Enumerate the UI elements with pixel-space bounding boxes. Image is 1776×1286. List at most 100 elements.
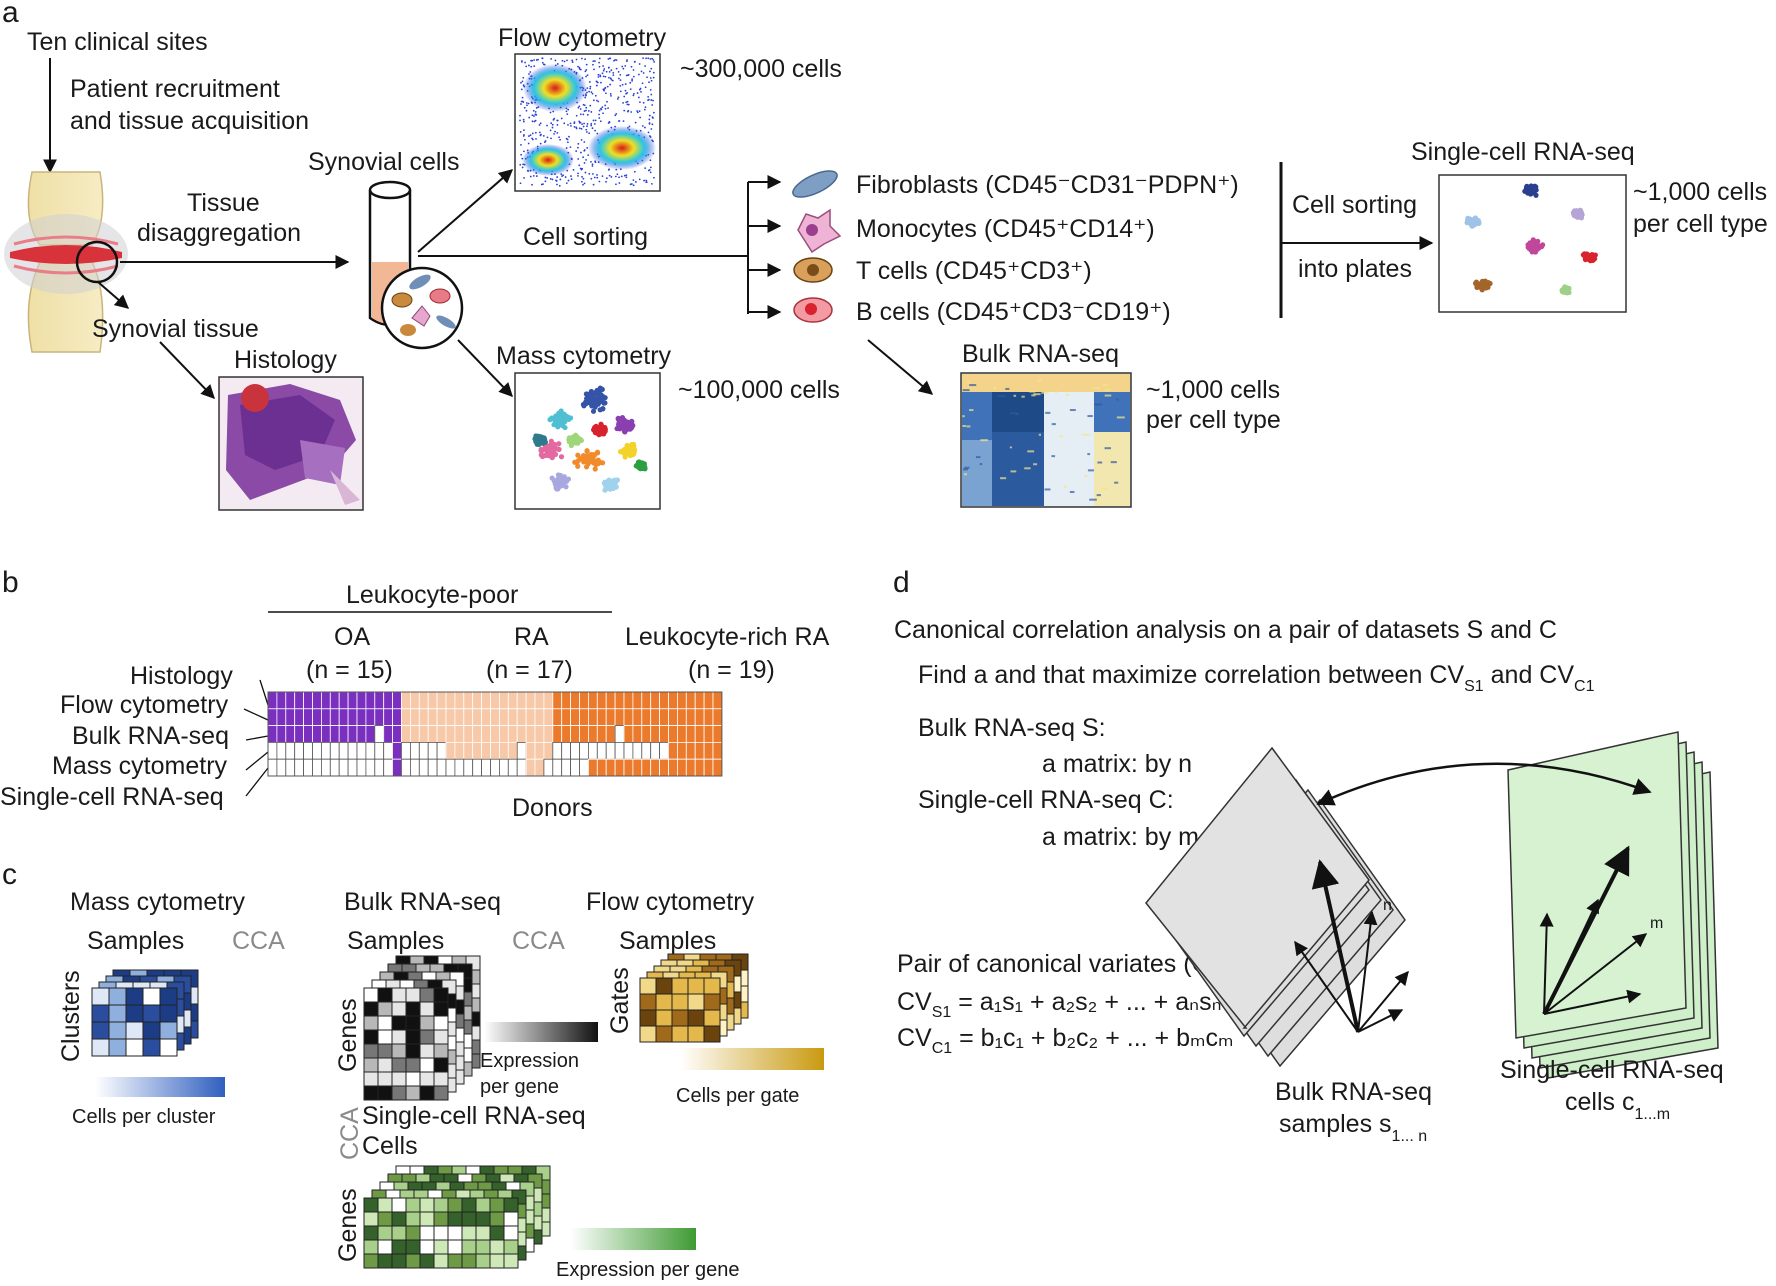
arrow-to-synovial-tissue [97,281,130,309]
label-t-cells: T cells (CD45⁺CD3⁺) [856,257,1092,285]
bulk-vectors [1294,859,1409,1033]
tube-icon [368,180,464,350]
label-d-bulk-caption-2: samples s1... n [1279,1110,1427,1145]
arrow-to-flow [417,169,514,253]
label-fibroblasts: Fibroblasts (CD45⁻CD31⁻PDPN⁺) [856,171,1239,199]
histology-image [218,376,364,511]
label-leukocyte-poor: Leukocyte-poor [346,581,518,609]
label-plate-sort-2: into plates [1298,255,1412,283]
label-d-find: Find a and that maximize correlation bet… [918,661,1595,695]
flow-matrix-stack [639,953,749,1043]
donor-grid [267,691,723,777]
label-d-title: Canonical correlation analysis on a pair… [894,616,1557,644]
label-d-cv2: CVC1 = b₁c₁ + b₂c₂ + ... + bₘcₘ [897,1024,1234,1057]
label-c-bulk-gradient-2: per gene [480,1076,559,1098]
label-c-bulk-gradient-1: Expression [480,1050,579,1072]
label-d-bulk-caption-1: Bulk RNA-seq [1275,1078,1432,1106]
label-synovial-cells: Synovial cells [308,148,459,176]
single-cell-matrix-stack [363,1165,551,1269]
label-c-sc-gradient: Expression per gene [556,1259,739,1281]
label-bulk-count-1: ~1,000 cells [1146,376,1280,404]
bulk-matrix-stack [363,955,481,1101]
group-n-ra: (n = 17) [486,656,573,684]
label-cca-1: CCA [232,927,285,955]
label-cell-sorting: Cell sorting [523,223,648,251]
label-c-clusters: Clusters [57,970,85,1062]
joint-icon [4,171,128,353]
bulk-gradient-bar [484,1022,598,1042]
label-c-flow-gates: Gates [606,967,634,1034]
label-monocytes: Monocytes (CD45⁺CD14⁺) [856,215,1155,243]
label-c-mass-gradient: Cells per cluster [72,1106,216,1128]
label-d-sc-c: Single-cell RNA-seq C: [918,786,1174,814]
label-c-bulk: Bulk RNA-seq [344,888,501,916]
sc-gradient-bar [570,1228,696,1250]
group-n-oa: (n = 15) [306,656,393,684]
label-mass-count: ~100,000 cells [678,376,840,404]
label-c-bulk-samples: Samples [347,927,444,955]
label-donors: Donors [512,794,593,822]
mass-tsne-image [514,372,661,510]
label-c-bulk-genes: Genes [334,998,362,1072]
panel-label-b: b [2,566,19,599]
label-d-bulk-matrix: a matrix: by n [1042,750,1192,778]
label-histology: Histology [234,346,337,374]
bulk-space-stack [1145,746,1406,1068]
label-sc-count-2: per cell type [1633,210,1768,238]
label-c-sc-cells: Cells [362,1132,418,1160]
group-name-leuko-rich: Leukocyte-rich RA [625,623,830,651]
monocyte-icon [797,208,842,254]
label-c-flow-samples: Samples [619,927,716,955]
label-c-mass: Mass cytometry [70,888,246,916]
row-leader-lines [243,679,269,797]
label-sc-count-1: ~1,000 cells [1633,178,1767,206]
label-mass-cytometry: Mass cytometry [496,342,672,370]
label-d-cv1: CVS1 = a₁s₁ + a₂s₂ + ... + aₙsₙ [897,988,1222,1021]
label-d-sc-matrix: a matrix: by m [1042,823,1199,851]
label-c-sc: Single-cell RNA-seq [362,1102,586,1130]
label-single-cell-rnaseq: Single-cell RNA-seq [1411,138,1635,166]
mass-gradient-bar [95,1077,225,1097]
label-b-cells: B cells (CD45⁺CD3⁻CD19⁺) [856,298,1171,326]
label-cca-2: CCA [512,927,565,955]
label-d-bulk-s: Bulk RNA-seq S: [918,714,1106,742]
panel-label-a: a [2,0,19,29]
correlation-arrow [1316,762,1652,806]
sc-space-stack [1507,731,1719,1079]
label-synovial-tissue: Synovial tissue [92,315,259,343]
row-label-flow: Flow cytometry [60,691,229,719]
flow-plot-image [514,53,661,192]
arrow-to-histology [159,341,215,400]
label-flow-cytometry: Flow cytometry [498,24,667,52]
label-plate-sort-1: Cell sorting [1292,191,1417,219]
mass-matrix-stack [91,969,199,1057]
group-n-leuko-rich: (n = 19) [688,656,775,684]
row-label-histology: Histology [130,662,233,690]
fibroblast-icon [792,170,838,198]
group-name-ra: RA [514,623,549,651]
row-label-single-cell: Single-cell RNA-seq [0,783,224,811]
label-recruitment-1: Patient recruitment [70,75,280,103]
label-c-flow: Flow cytometry [586,888,755,916]
panel-label-d: d [893,566,910,599]
sc-vectors [1539,845,1648,1015]
arrow-to-mass [457,339,513,398]
label-ten-clinical-sites: Ten clinical sites [27,28,208,56]
label-flow-count: ~300,000 cells [680,55,842,83]
bulk-heatmap-image [960,372,1132,508]
label-c-sc-genes: Genes [334,1188,362,1262]
label-recruitment-2: and tissue acquisition [70,107,309,135]
label-cca-3: CCA [336,1107,364,1160]
label-d-m: m [1650,915,1663,932]
label-c-mass-samples: Samples [87,927,184,955]
label-d-pair: Pair of canonical variates (CV) [897,950,1235,978]
label-d-sc-caption-1: Single-cell RNA-seq [1500,1056,1724,1084]
arrow-to-bulk [867,339,934,395]
label-d-sc-caption-2: cells c1...m [1565,1088,1670,1123]
label-tissue: Tissue [187,189,260,217]
row-label-mass: Mass cytometry [52,752,228,780]
label-c-flow-gradient: Cells per gate [676,1085,799,1107]
label-bulk-rnaseq: Bulk RNA-seq [962,340,1119,368]
label-disaggregation: disaggregation [137,219,301,247]
